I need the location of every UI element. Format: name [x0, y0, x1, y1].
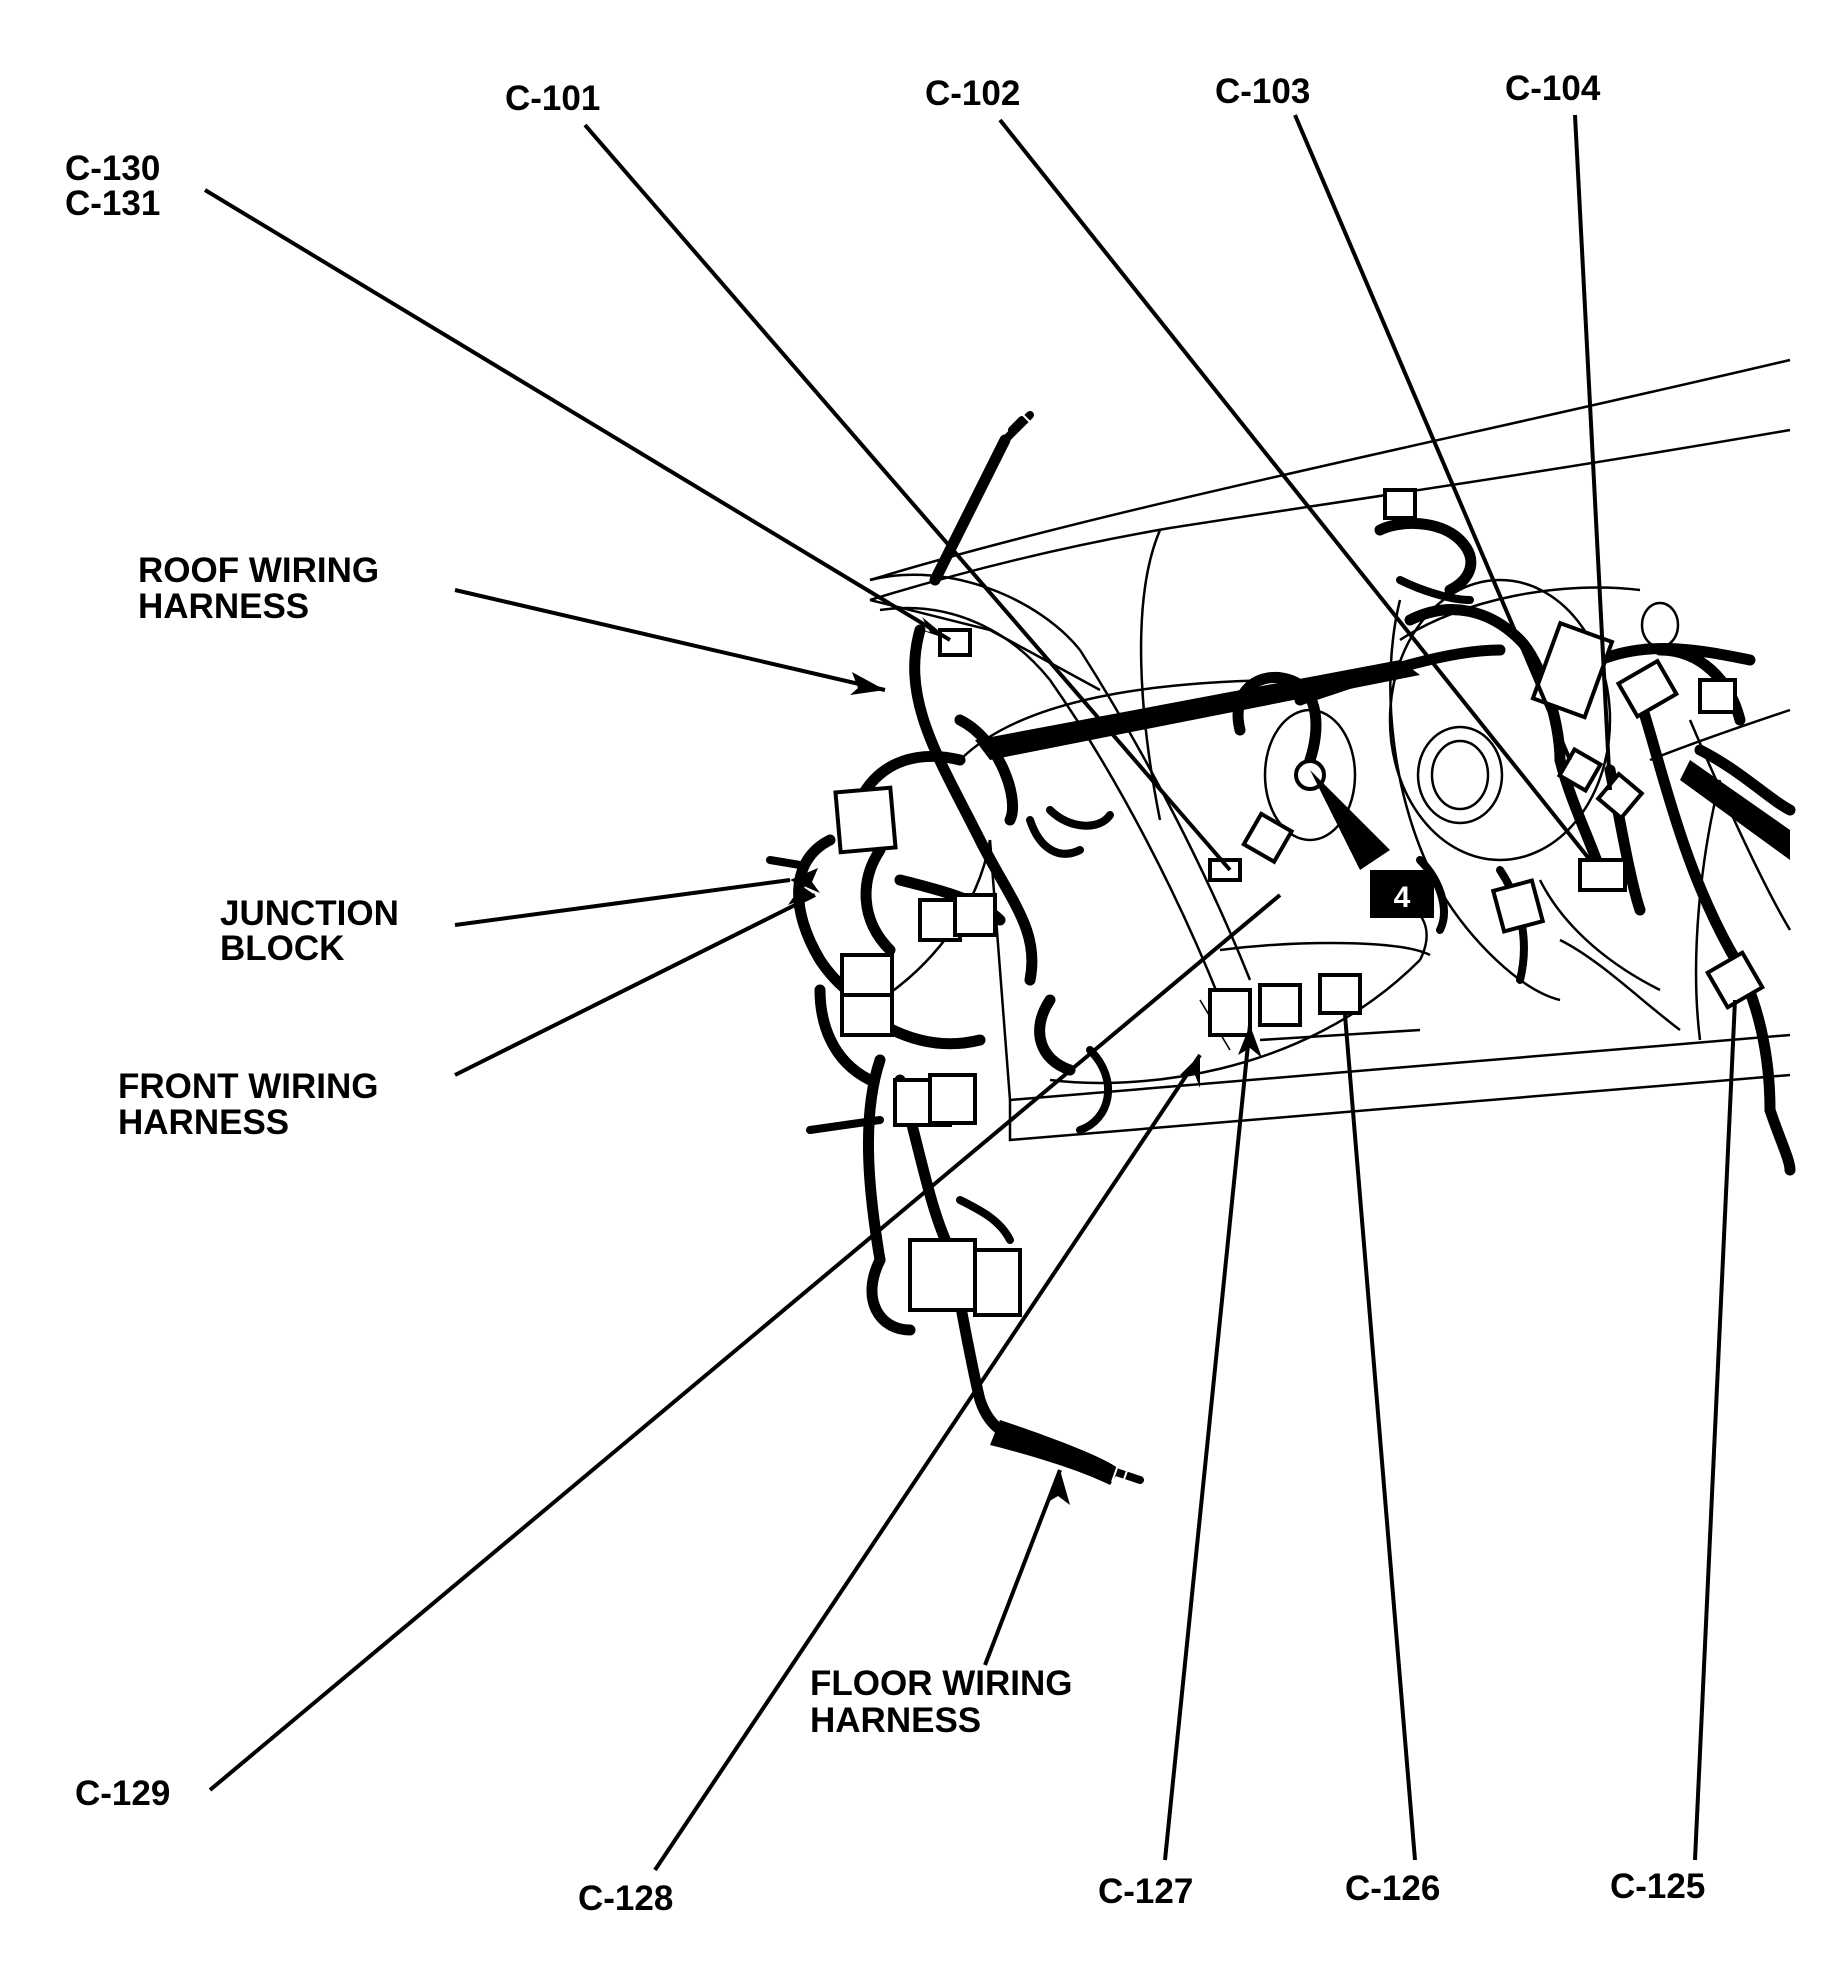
- label-c126: C-126: [1345, 1869, 1440, 1908]
- leader-c102: [998, 118, 1592, 862]
- label-front-line2: HARNESS: [118, 1103, 289, 1142]
- leader-c128: [653, 1053, 1202, 1872]
- leader-c125: [1693, 999, 1737, 1861]
- label-c131: C-131: [65, 184, 160, 223]
- labels: C-101 C-102 C-103 C-104 C-130 C-131 ROOF…: [65, 69, 1705, 1918]
- label-c125: C-125: [1610, 1867, 1705, 1906]
- label-c102: C-102: [925, 74, 1020, 113]
- leader-c129: [208, 893, 1282, 1792]
- left-harness-bundle: [793, 624, 1120, 1485]
- arrowheads: [788, 617, 1262, 1505]
- label-junction-line2: BLOCK: [220, 929, 344, 968]
- label-floor-line2: HARNESS: [810, 1701, 981, 1740]
- leader-c130: [203, 188, 952, 642]
- roof-harness-wire: [929, 411, 1034, 586]
- label-c128: C-128: [578, 1879, 673, 1918]
- leader-c127: [1163, 1024, 1252, 1861]
- label-c104: C-104: [1505, 69, 1601, 108]
- leader-junction: [454, 878, 791, 927]
- leader-floor: [983, 1469, 1062, 1666]
- label-c101: C-101: [505, 79, 600, 118]
- label-c129: C-129: [75, 1774, 170, 1813]
- callout-number: 4: [1394, 881, 1411, 914]
- label-junction-line1: JUNCTION: [220, 894, 399, 933]
- leader-c104: [1573, 114, 1612, 791]
- leader-c103: [1293, 114, 1572, 761]
- leader-c101: [583, 123, 1232, 872]
- main-dash-harness: [975, 643, 1796, 860]
- label-floor-line1: FLOOR WIRING: [810, 1664, 1072, 1703]
- steering-wheel: [1389, 599, 1722, 1041]
- leader-roof: [454, 588, 886, 692]
- label-roof-line1: ROOF WIRING: [138, 551, 379, 590]
- callout-4: 4: [1310, 770, 1434, 918]
- connector-blocks: [833, 488, 1766, 1317]
- label-c130: C-130: [65, 149, 160, 188]
- label-front-line1: FRONT WIRING: [118, 1067, 379, 1106]
- label-c127: C-127: [1098, 1872, 1193, 1911]
- label-c103: C-103: [1215, 72, 1310, 111]
- leader-front: [454, 893, 816, 1077]
- cable-stubs: [766, 411, 1144, 1486]
- leader-c126: [1343, 1014, 1417, 1861]
- leader-lines: [203, 114, 1737, 1872]
- label-roof-line2: HARNESS: [138, 587, 309, 626]
